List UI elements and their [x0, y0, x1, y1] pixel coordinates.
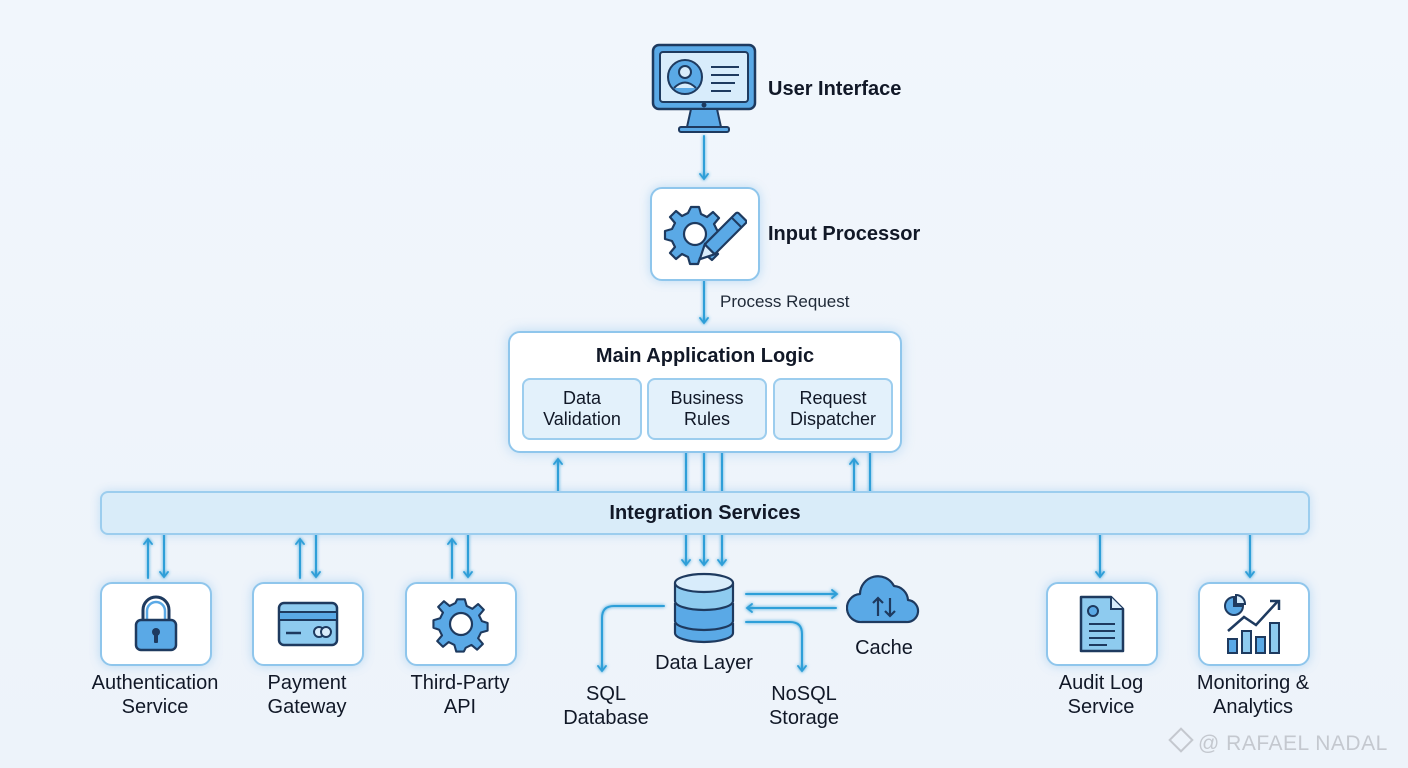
monitoring-analytics-box[interactable] — [1198, 582, 1310, 666]
watermark-logo-icon — [1168, 727, 1194, 753]
authentication-service-box[interactable] — [100, 582, 212, 666]
cache-label: Cache — [855, 637, 913, 659]
audit-log-service-box[interactable] — [1046, 582, 1158, 666]
business-rules-module[interactable]: Business Rules — [647, 378, 767, 440]
input-processor-title: Input Processor — [768, 223, 921, 245]
monitor-icon — [651, 43, 757, 135]
payment-gateway-box[interactable] — [252, 582, 364, 666]
monitoring-analytics-label: Monitoring &Analytics — [1196, 672, 1310, 718]
third-party-api-box[interactable] — [405, 582, 517, 666]
chart-icon — [1224, 593, 1281, 654]
process-request-label: Process Request — [720, 292, 850, 311]
document-icon — [1079, 595, 1125, 653]
database-icon — [672, 571, 736, 645]
gear-pencil-icon — [663, 205, 747, 266]
watermark-text: @ RAFAEL NADAL — [1198, 732, 1388, 755]
main-application-logic-box[interactable]: Main Application Logic Data Validation B… — [508, 331, 902, 453]
watermark: @ RAFAEL NADAL — [1168, 727, 1388, 756]
integration-services-title: Integration Services — [609, 502, 801, 524]
cloud-sync-icon — [845, 572, 922, 630]
main-logic-title: Main Application Logic — [595, 345, 815, 367]
credit-card-icon — [277, 601, 339, 647]
integration-services-bar[interactable]: Integration Services — [100, 491, 1310, 535]
gear-icon — [432, 598, 489, 653]
data-validation-module[interactable]: Data Validation — [522, 378, 642, 440]
input-processor-box[interactable] — [650, 187, 760, 281]
user-interface-title: User Interface — [768, 78, 902, 100]
request-dispatcher-module[interactable]: Request Dispatcher — [773, 378, 893, 440]
data-layer-label: Data Layer — [655, 652, 753, 674]
lock-icon — [134, 595, 178, 652]
